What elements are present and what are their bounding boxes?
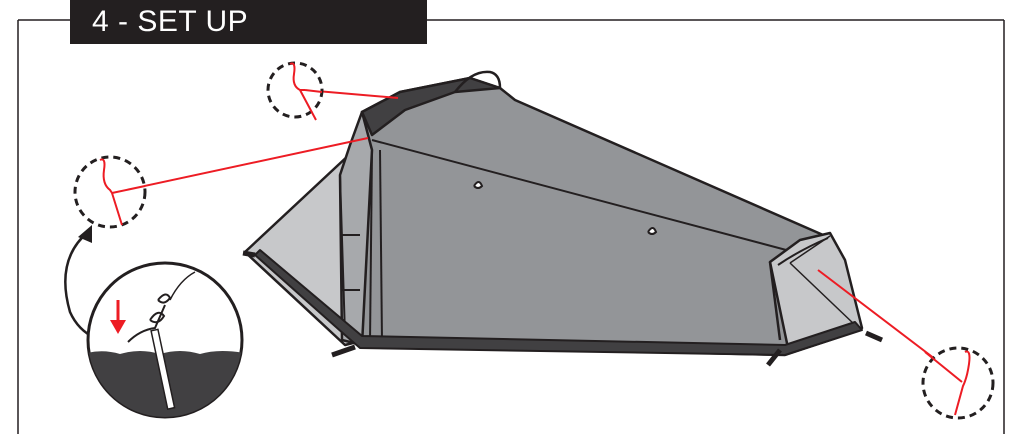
panel-frame [17,19,1005,434]
step-title-text: 4 - SET UP [92,5,249,38]
front-anchor-callout [73,155,147,229]
stake-detail [86,261,244,419]
peak-anchor-callout [266,61,324,121]
tent-illustration [242,70,884,367]
rear-anchor-callout [921,346,995,420]
peak-vent [360,76,502,137]
step-title: 4 - SET UP [70,0,427,44]
detail-arrow [64,231,96,340]
detail-arrow-head [78,225,92,243]
tent-floor [254,249,863,356]
